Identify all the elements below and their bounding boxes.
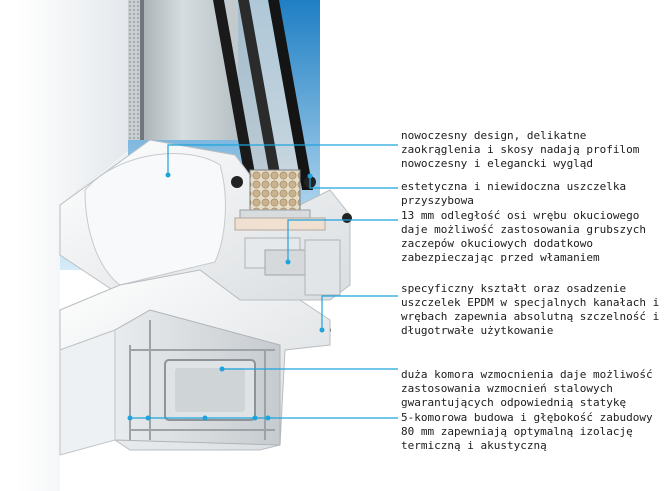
gasket-glazing-left: [231, 176, 243, 188]
annotation-chambers5: 5-komorowa budowa i głębokość zabudowy 8…: [401, 411, 653, 452]
annotation-design: nowoczesny design, delikatne zaokrągleni…: [401, 129, 640, 170]
glass-sheet-2: [238, 0, 283, 190]
leader-seal: [309, 176, 398, 189]
wall-surface: [18, 0, 128, 491]
glass-sheet-3: [268, 0, 313, 190]
annotation-axis: 13 mm odległość osi wrębu okuciowego daj…: [401, 209, 647, 264]
gasket-sash-frame: [342, 213, 352, 223]
glass-sheet-1: [213, 0, 258, 190]
leader-axis: [287, 219, 398, 262]
annotation-chamber: duża komora wzmocnienia daje możliwość z…: [401, 368, 653, 409]
annotation-seal: estetyczna i niewidoczna uszczelka przys…: [401, 180, 627, 207]
leader-design: [167, 144, 398, 175]
leader-dots: [127, 172, 325, 421]
leader-lines: [130, 144, 398, 419]
leader-epdm: [321, 295, 398, 330]
glazing-spacer: [249, 169, 301, 211]
annotation-epdm: specyficzny kształt oraz osadzenie uszcz…: [401, 282, 660, 337]
